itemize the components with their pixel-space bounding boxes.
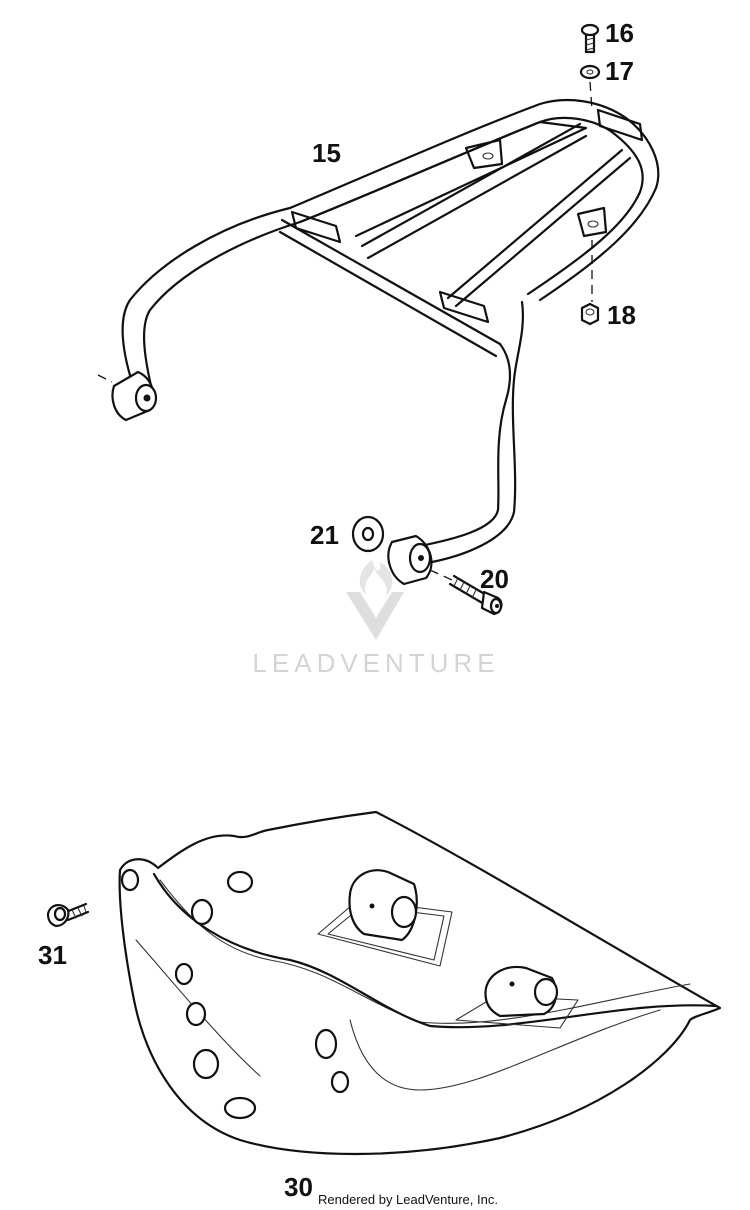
assembly-line-left <box>97 374 113 383</box>
luggage-rack <box>111 98 660 586</box>
leadventure-watermark: LEADVENTURE <box>252 560 499 678</box>
assembly-line-upper <box>589 81 593 111</box>
assembly-line-bolt <box>429 569 453 581</box>
washer-17-icon <box>579 64 601 80</box>
nut-18-icon <box>580 302 600 326</box>
bolt-20-icon <box>448 574 503 616</box>
screw-16-icon <box>580 23 600 54</box>
part-label-21: 21 <box>310 520 339 550</box>
part-label-17: 17 <box>605 56 634 86</box>
credit-text: Rendered by LeadVenture, Inc. <box>318 1192 498 1207</box>
part-label-31: 31 <box>38 940 67 970</box>
watermark-flame-icon <box>359 560 393 596</box>
washer-21-icon <box>351 515 385 553</box>
part-label-30: 30 <box>284 1172 313 1202</box>
screw-31-icon <box>46 902 90 928</box>
part-label-20: 20 <box>480 564 509 594</box>
part-label-15: 15 <box>312 138 341 168</box>
part-label-18: 18 <box>607 300 636 330</box>
skid-plate <box>118 810 722 1156</box>
part-label-16: 16 <box>605 18 634 48</box>
watermark-text: LEADVENTURE <box>252 648 499 678</box>
watermark-v-icon <box>346 592 404 640</box>
